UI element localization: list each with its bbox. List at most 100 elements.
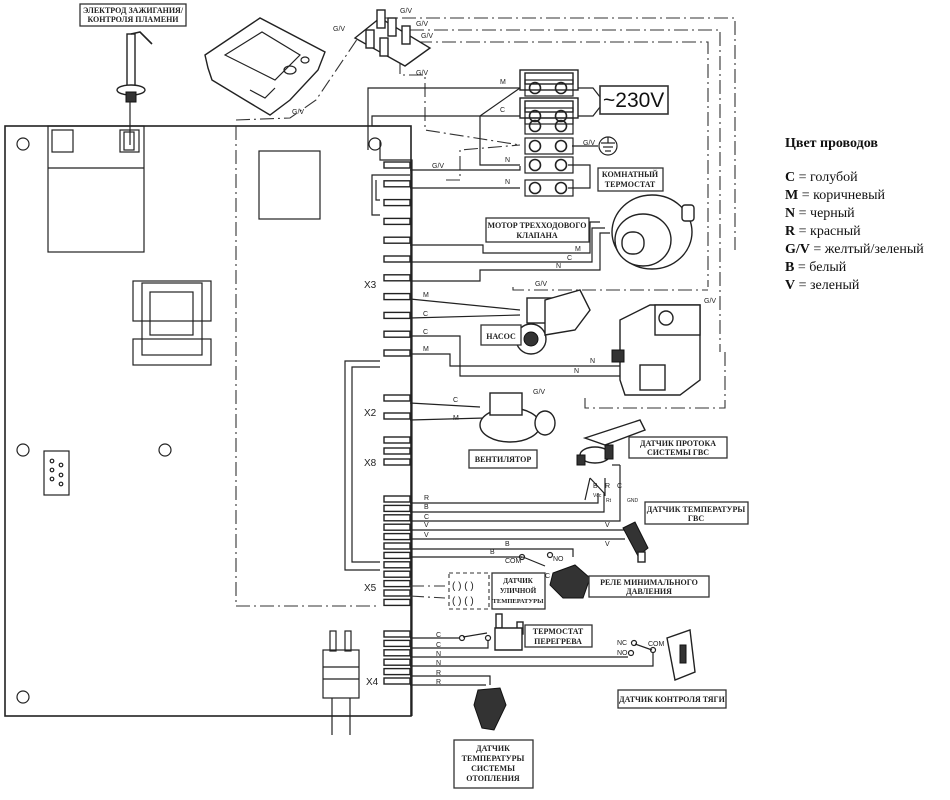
label-line: ТЕРМОСТАТ: [605, 180, 656, 189]
wire-code: N: [556, 263, 561, 270]
label-line: СИСТЕМЫ ГВС: [647, 448, 709, 457]
wire-code: R: [436, 679, 441, 686]
connector-pin: [383, 639, 411, 648]
terminal-cell: [524, 179, 574, 197]
wire-code: NO: [617, 650, 628, 657]
wire-code: COM: [505, 558, 522, 565]
ground-terminal-block: [353, 9, 432, 67]
wire-code: R: [424, 495, 429, 502]
wire-code: Vcc: [593, 493, 602, 499]
wire-code: N: [574, 368, 579, 375]
relay-component: [132, 280, 212, 366]
ignition-electrode: ЭЛЕКТРОД ЗАЖИГАНИЯ/ КОНТРОЛЯ ПЛАМЕНИ: [79, 3, 187, 145]
control-board: X3 X2 X8 X5 X4: [4, 125, 413, 735]
wire-code: G/V: [400, 8, 412, 15]
wire-code: G/V: [432, 163, 444, 170]
wire-code: C: [436, 632, 441, 639]
label-line: ТЕРМОСТАТ: [533, 627, 584, 636]
overheat-thermostat: ТЕРМОСТАТ ПЕРЕГРЕВА: [494, 613, 593, 651]
legend-item: B = белый: [785, 259, 924, 277]
connector-pin: [383, 180, 411, 188]
legend-item: R = красный: [785, 223, 924, 241]
legend-code: C: [785, 170, 796, 185]
label-line: ГВС: [688, 514, 704, 523]
burner-bracket: [204, 17, 326, 116]
legend-item: G/V = желтый/зеленый: [785, 241, 924, 259]
dhw-flow-sensor: ДАТЧИК ПРОТОКА СИСТЕМЫ ГВС: [576, 419, 728, 466]
connector-pin: [383, 412, 411, 420]
wire-code: Rt: [606, 498, 612, 504]
wire-code: C: [436, 642, 441, 649]
signal-wires: [344, 87, 657, 686]
wire-code-labels: M C N N G/V M C N M C C M N N C M R B C …: [423, 79, 665, 686]
wire-code: N: [505, 157, 510, 164]
terminal-screw: [528, 158, 542, 172]
connector-pin: [383, 579, 411, 588]
wire-code: V: [605, 522, 610, 529]
label-line: СИСТЕМЫ: [471, 764, 515, 773]
wire-code: M: [500, 79, 506, 86]
wire-code: G/V: [583, 140, 595, 147]
draft-sensor: ДАТЧИК КОНТРОЛЯ ТЯГИ: [617, 629, 727, 709]
label-line: ДАВЛЕНИЯ: [626, 587, 672, 596]
sensor-glyph: ( ) ( ): [452, 596, 474, 607]
wire-code: C: [617, 483, 622, 490]
label-line: РЕЛЕ МИНИМАЛЬНОГО: [600, 578, 698, 587]
connector-pin: [383, 523, 411, 531]
connector-pin: [383, 561, 411, 569]
wire-code: N: [590, 358, 595, 365]
wire-code: NO: [553, 556, 564, 563]
legend-code: M: [785, 188, 799, 203]
legend-color-name: коричневый: [813, 188, 885, 203]
connector-x2-label: X2: [364, 408, 377, 419]
legend-color-name: белый: [809, 260, 847, 275]
legend-equals: =: [795, 170, 811, 185]
terminal-screw: [554, 81, 568, 95]
legend-equals: =: [798, 188, 814, 203]
connector-pin: [383, 532, 411, 541]
wire-code: B: [424, 504, 429, 511]
label-line: ДАТЧИК КОНТРОЛЯ ТЯГИ: [619, 695, 725, 704]
legend-code: B: [785, 260, 795, 275]
wire-code: R: [605, 483, 610, 490]
gas-valve: [611, 304, 701, 396]
terminal-screw: [528, 119, 542, 133]
wire-code: M: [423, 346, 429, 353]
terminal-screw: [554, 181, 568, 195]
mains-230v: ~230V: [599, 85, 669, 115]
min-pressure-relay: РЕЛЕ МИНИМАЛЬНОГО ДАВЛЕНИЯ: [549, 564, 710, 599]
terminal-screw: [554, 139, 568, 153]
three-way-valve-motor: МОТОР ТРЕХХОДОВОГО КЛАПАНА: [485, 194, 695, 270]
wire-code: G/V: [533, 389, 545, 396]
legend-item: N = черный: [785, 205, 924, 223]
terminal-screw: [554, 109, 568, 123]
connector-x5-label: X5: [364, 583, 377, 594]
wire-code: M: [453, 415, 459, 422]
legend-title: Цвет проводов: [785, 136, 878, 151]
sensor-glyph: ( ) ( ): [452, 581, 474, 592]
label-line: МОТОР ТРЕХХОДОВОГО: [487, 221, 586, 230]
connector-pin: [383, 504, 411, 513]
wire-code: COM: [648, 641, 665, 648]
wire-code: B: [490, 549, 495, 556]
label-line: КЛАПАНА: [516, 231, 558, 240]
label-line: ДАТЧИК: [503, 577, 534, 585]
label-line: КОМНАТНЫЙ: [602, 170, 659, 179]
connector-pin: [383, 630, 411, 638]
mounting-hole: [158, 443, 172, 457]
terminal-screw: [554, 158, 568, 172]
programming-header: [43, 450, 70, 496]
connector-pin: [383, 161, 411, 169]
wire-code: G/V: [421, 33, 433, 40]
legend-color-name: желтый/зеленый: [824, 242, 924, 257]
legend-item: C = голубой: [785, 169, 924, 187]
wire-code: N: [436, 660, 441, 667]
wire-code: C: [453, 397, 458, 404]
circulation-pump: НАСОС: [480, 289, 591, 355]
mounting-hole: [16, 443, 30, 457]
wire-code: R: [436, 670, 441, 677]
connector-pin: [383, 658, 411, 666]
terminal-screw: [528, 109, 542, 123]
microcontroller-chip: [258, 150, 321, 220]
connector-pin: [383, 255, 411, 263]
